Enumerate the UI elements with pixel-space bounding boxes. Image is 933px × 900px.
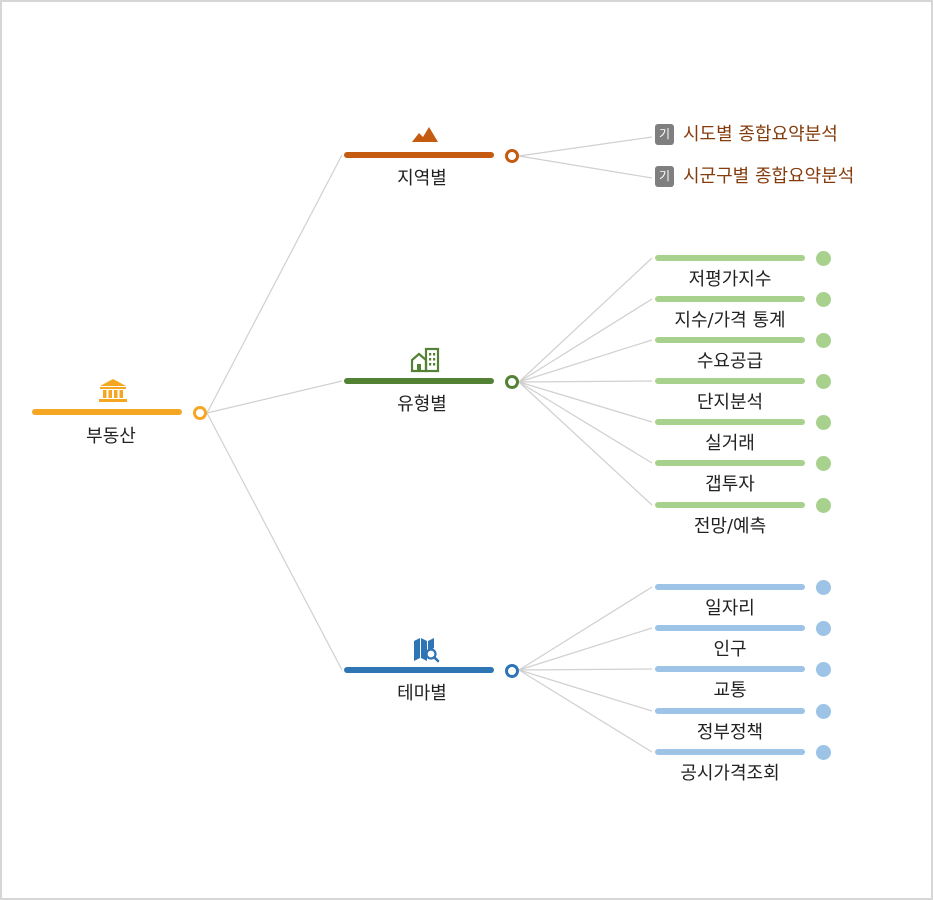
leaf-label: 인구 <box>713 639 747 660</box>
leaf-bar <box>655 666 805 672</box>
building-icon <box>409 346 441 374</box>
leaf-dot <box>816 621 831 636</box>
root-node-real-estate[interactable]: 부동산 <box>32 378 208 450</box>
leaf-dot <box>816 333 831 348</box>
leaf-bar <box>655 419 805 425</box>
leaf-label: 갭투자 <box>705 474 755 495</box>
leaf-dot <box>816 580 831 595</box>
root-label: 부동산 <box>86 426 136 447</box>
link-label: 시도별 종합요약분석 <box>683 124 838 145</box>
leaf-bar <box>655 502 805 508</box>
link-badge: 기 <box>655 124 674 145</box>
connector-theme-government-policy <box>518 669 653 712</box>
leaf-dot <box>816 704 831 719</box>
connector-theme-transportation <box>518 668 653 671</box>
bank-icon <box>97 377 129 405</box>
leaf-dot <box>816 415 831 430</box>
link-district-summary-analysis[interactable]: 기 시군구별 종합요약분석 <box>650 165 882 189</box>
leaf-supply-demand[interactable]: 수요공급 <box>655 333 835 377</box>
connector-theme-jobs <box>518 586 653 671</box>
leaf-dot <box>816 292 831 307</box>
leaf-population[interactable]: 인구 <box>655 621 835 665</box>
leaf-bar <box>655 460 805 466</box>
branch-toggle-region[interactable] <box>505 149 519 163</box>
link-province-summary-analysis[interactable]: 기 시도별 종합요약분석 <box>650 123 882 147</box>
leaf-label: 일자리 <box>705 598 755 619</box>
connector-type-actual-transactions <box>518 381 653 423</box>
leaf-bar <box>655 296 805 302</box>
leaf-bar <box>655 584 805 590</box>
connector-theme-population <box>518 627 653 671</box>
leaf-index-price-stats[interactable]: 지수/가격 통계 <box>655 292 835 336</box>
leaf-dot <box>816 374 831 389</box>
connector-root-type <box>206 380 343 414</box>
connector-region-province <box>518 136 653 157</box>
leaf-dot <box>816 745 831 760</box>
leaf-label: 수요공급 <box>696 351 764 372</box>
branch-bar <box>344 378 494 384</box>
leaf-official-price-lookup[interactable]: 공시가격조회 <box>655 745 835 789</box>
leaf-bar <box>655 255 805 261</box>
leaf-undervalued-index[interactable]: 저평가지수 <box>655 251 835 295</box>
leaf-outlook-forecast[interactable]: 전망/예측 <box>655 498 835 542</box>
leaf-label: 교통 <box>713 680 747 701</box>
branch-label: 유형별 <box>397 394 447 415</box>
connector-type-gap-investment <box>518 381 653 464</box>
connector-type-supply-demand <box>518 339 653 383</box>
connector-type-undervalued-index <box>518 257 653 383</box>
leaf-label: 정부정책 <box>696 722 764 743</box>
leaf-label: 지수/가격 통계 <box>674 310 786 331</box>
leaf-bar <box>655 708 805 714</box>
leaf-gap-investment[interactable]: 갭투자 <box>655 456 835 500</box>
connector-type-outlook-forecast <box>518 381 653 506</box>
branch-bar <box>344 667 494 673</box>
leaf-label: 공시가격조회 <box>680 763 780 784</box>
leaf-bar <box>655 378 805 384</box>
map-search-icon <box>409 635 441 663</box>
root-toggle[interactable] <box>193 406 207 420</box>
branch-node-theme[interactable]: 테마별 <box>344 638 520 704</box>
leaf-label: 전망/예측 <box>693 516 767 537</box>
leaf-bar <box>655 749 805 755</box>
mountain-icon <box>409 120 441 148</box>
link-label: 시군구별 종합요약분석 <box>683 166 855 187</box>
leaf-label: 단지분석 <box>696 392 764 413</box>
branch-toggle-type[interactable] <box>505 375 519 389</box>
connector-type-index-price-stats <box>518 298 653 383</box>
leaf-bar <box>655 337 805 343</box>
leaf-government-policy[interactable]: 정부정책 <box>655 704 835 748</box>
leaf-dot <box>816 456 831 471</box>
leaf-dot <box>816 251 831 266</box>
branch-label: 지역별 <box>397 168 447 189</box>
connector-type-complex-analysis <box>518 380 653 383</box>
leaf-bar <box>655 625 805 631</box>
branch-label: 테마별 <box>397 683 447 704</box>
leaf-complex-analysis[interactable]: 단지분석 <box>655 374 835 418</box>
connector-root-region <box>206 154 343 414</box>
link-badge: 기 <box>655 166 674 187</box>
branch-node-region[interactable]: 지역별 <box>344 124 520 189</box>
branch-toggle-theme[interactable] <box>505 664 519 678</box>
leaf-dot <box>816 498 831 513</box>
branch-bar <box>344 152 494 158</box>
branch-node-type[interactable]: 유형별 <box>344 347 520 415</box>
connector-root-theme <box>206 412 343 671</box>
leaf-label: 실거래 <box>705 433 755 454</box>
leaf-dot <box>816 662 831 677</box>
root-bar <box>32 409 182 415</box>
leaf-actual-transactions[interactable]: 실거래 <box>655 415 835 459</box>
connector-theme-official-price-lookup <box>518 669 653 753</box>
leaf-label: 저평가지수 <box>688 269 772 290</box>
leaf-transportation[interactable]: 교통 <box>655 662 835 706</box>
connector-region-district <box>518 155 653 179</box>
leaf-jobs[interactable]: 일자리 <box>655 580 835 624</box>
